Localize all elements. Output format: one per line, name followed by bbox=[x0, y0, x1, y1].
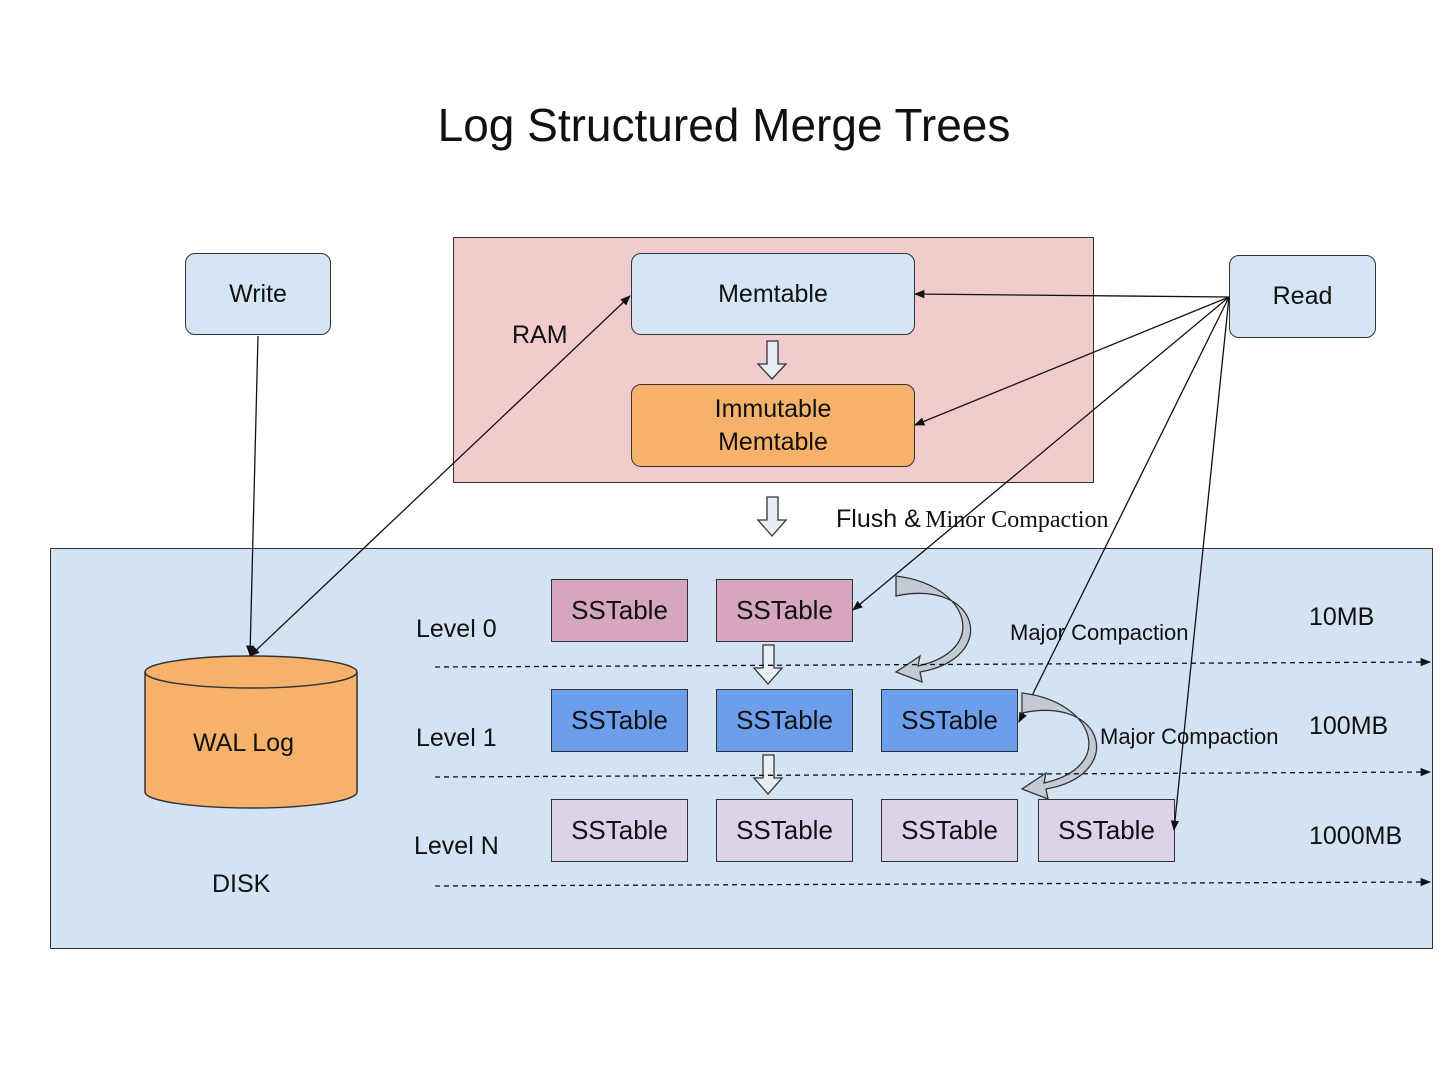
read-to-memtable-arrow bbox=[913, 289, 1230, 299]
minor-compaction-label: Minor Compaction bbox=[925, 507, 1109, 533]
level-0-separator bbox=[434, 657, 1432, 668]
sstable-l1-3[interactable]: SSTable bbox=[881, 689, 1018, 752]
major-compaction-arrow-1 bbox=[894, 575, 972, 684]
read-to-immutable-arrow bbox=[914, 296, 1230, 426]
level0-to-level1-arrow bbox=[752, 644, 784, 685]
major-compaction-label-1: Major Compaction bbox=[1010, 620, 1189, 645]
level-1-size: 100MB bbox=[1309, 712, 1389, 740]
sstable-l0-2[interactable]: SSTable bbox=[716, 579, 853, 642]
sstable-label: SSTable bbox=[1058, 815, 1155, 845]
sstable-label: SSTable bbox=[901, 705, 998, 735]
level-n-size: 1000MB bbox=[1309, 822, 1403, 850]
write-to-wal-arrow bbox=[246, 335, 259, 657]
flush-arrow bbox=[756, 496, 788, 537]
sstable-label: SSTable bbox=[736, 815, 833, 845]
sstable-ln-2[interactable]: SSTable bbox=[716, 799, 853, 862]
sstable-label: SSTable bbox=[571, 815, 668, 845]
immutable-label-line1: Immutable bbox=[714, 394, 832, 423]
diagram-title: Log Structured Merge Trees bbox=[437, 99, 1011, 151]
sstable-ln-3[interactable]: SSTable bbox=[881, 799, 1018, 862]
memtable-label: Memtable bbox=[718, 279, 828, 308]
flush-label: Flush & bbox=[836, 505, 921, 533]
immutable-label-line2: Memtable bbox=[718, 427, 828, 456]
wal-log-label: WAL Log bbox=[193, 729, 294, 757]
read-label: Read bbox=[1272, 282, 1333, 310]
read-box[interactable]: Read bbox=[1229, 255, 1376, 338]
read-to-level0-arrow bbox=[852, 296, 1230, 611]
flush-minor-label: Flush & Minor Compaction bbox=[836, 505, 1109, 534]
major-compaction-label-2: Major Compaction bbox=[1100, 724, 1279, 749]
sstable-l1-1[interactable]: SSTable bbox=[551, 689, 688, 752]
level-1-separator bbox=[434, 767, 1432, 778]
wal-memtable-arrow bbox=[249, 295, 631, 657]
sstable-ln-1[interactable]: SSTable bbox=[551, 799, 688, 862]
read-to-leveln-arrow bbox=[1170, 296, 1230, 832]
level-n-separator bbox=[434, 877, 1432, 887]
wal-log-cylinder[interactable] bbox=[144, 655, 358, 809]
disk-label: DISK bbox=[212, 870, 271, 898]
sstable-label: SSTable bbox=[736, 595, 833, 625]
level1-to-leveln-arrow bbox=[752, 754, 784, 795]
major-compaction-arrow-2 bbox=[1020, 692, 1098, 801]
sstable-label: SSTable bbox=[736, 705, 833, 735]
level-0-size: 10MB bbox=[1309, 603, 1375, 631]
sstable-l1-2[interactable]: SSTable bbox=[716, 689, 853, 752]
sstable-label: SSTable bbox=[901, 815, 998, 845]
read-to-level1-arrow bbox=[1018, 296, 1230, 723]
level-1-label: Level 1 bbox=[416, 724, 497, 752]
sstable-label: SSTable bbox=[571, 705, 668, 735]
immutable-memtable-box[interactable]: Immutable Memtable bbox=[631, 384, 915, 467]
memtable-to-immutable-arrow bbox=[756, 340, 788, 380]
level-n-label: Level N bbox=[414, 832, 499, 860]
